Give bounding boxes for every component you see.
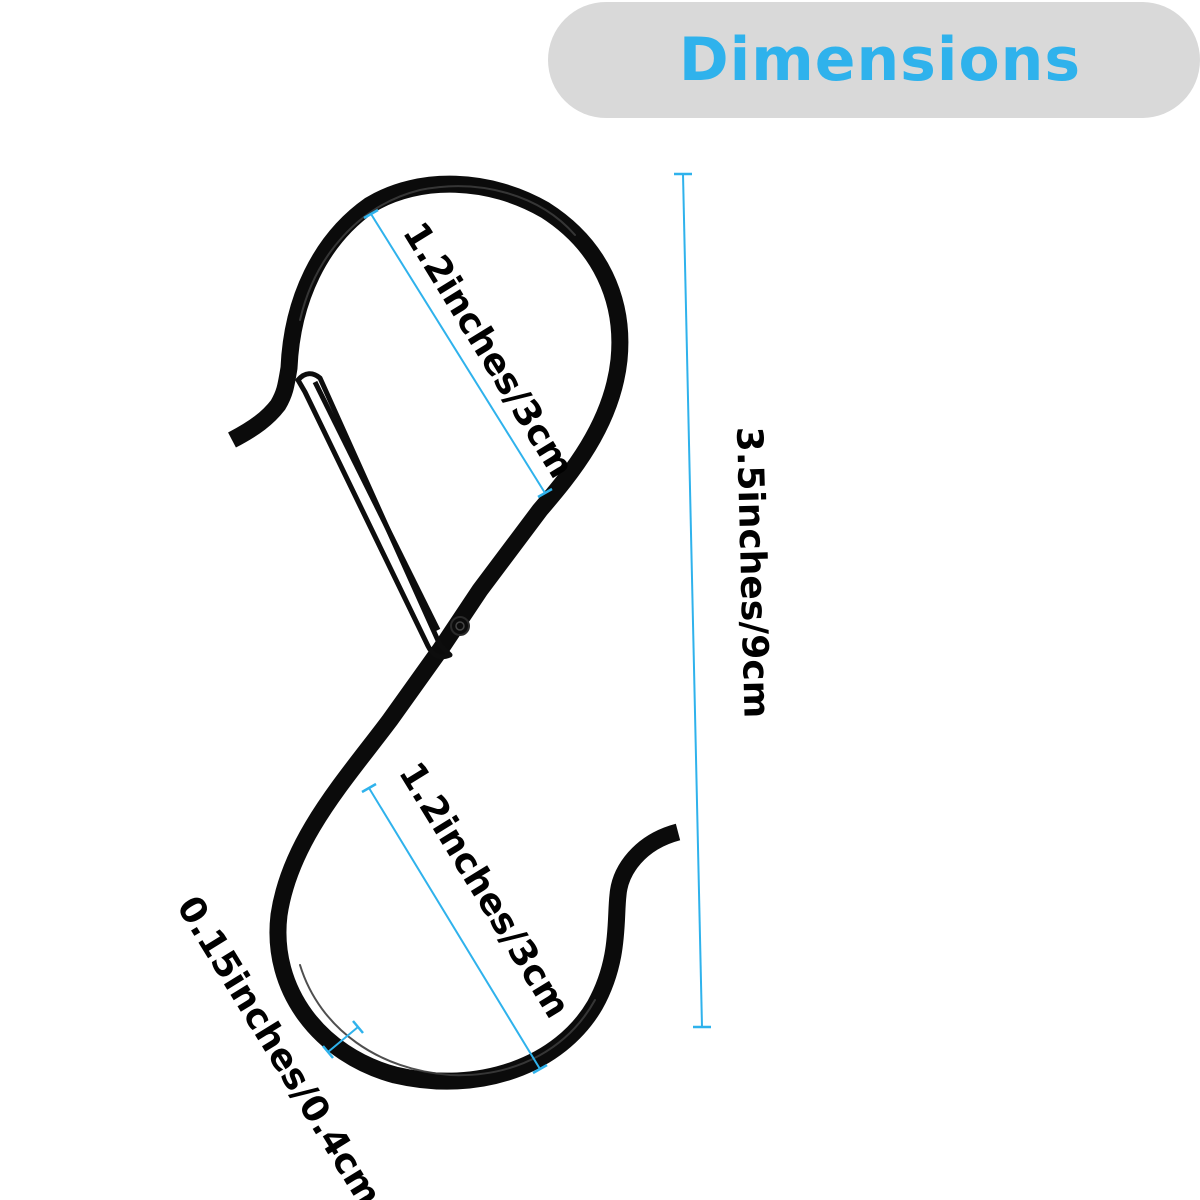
- total-length-dimension: [674, 172, 711, 1029]
- upper-loop-dimension: [363, 208, 553, 499]
- clip-rivet-ring: [455, 621, 465, 631]
- upper-loop: [228, 175, 681, 1090]
- wire-thickness-dimension: [322, 1020, 364, 1059]
- wire-highlight-upper: [299, 185, 576, 321]
- spring-clip: [295, 371, 453, 660]
- spring-clip-inner: [312, 380, 441, 632]
- total-length-label: 3.5inches/9cm: [728, 426, 777, 719]
- lower-loop-dimension: [361, 782, 548, 1075]
- clip-rivet: [450, 616, 470, 636]
- lower-loop-diameter-label: 1.2inches/3cm: [390, 755, 577, 1025]
- wire-thickness-label: 0.15inches/0.4cm: [168, 889, 389, 1200]
- page-title: Dimensions: [678, 25, 1082, 95]
- s-hook: [228, 175, 681, 1090]
- title-banner: Dimensions: [548, 2, 1200, 118]
- upper-loop-diameter-label: 1.2inches/3cm: [394, 215, 581, 485]
- wire-highlight-lower: [299, 964, 596, 1077]
